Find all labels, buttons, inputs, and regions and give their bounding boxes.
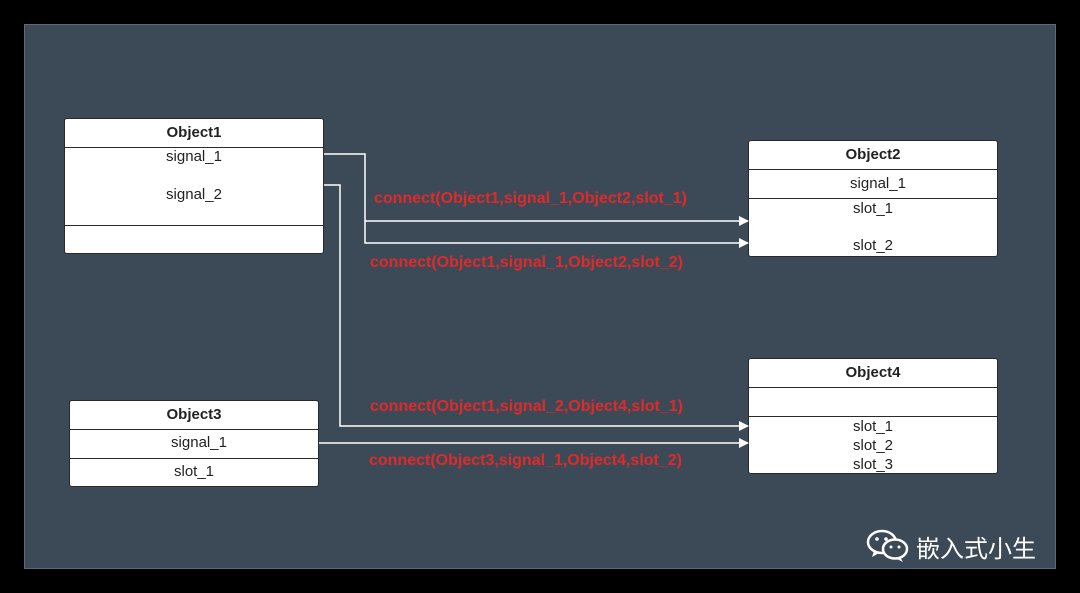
object4-box: Object4 slot_1 slot_2 slot_3 (748, 358, 998, 474)
object2-slot-2: slot_2 (852, 237, 894, 254)
watermark: 嵌入式小生 (866, 528, 1036, 564)
connection-label-1: connect(Object1,signal_1,Object2,slot_1) (374, 190, 687, 207)
object3-slot-1: slot_1 (173, 463, 215, 480)
object3-signals-section: signal_1 (70, 430, 318, 459)
object1-title: Object1 (65, 119, 323, 148)
object2-slot-1: slot_1 (852, 200, 894, 217)
object2-box: Object2 signal_1 slot_1 slot_2 (748, 140, 998, 257)
object3-title: Object3 (70, 401, 318, 430)
object2-signals-section: signal_1 (749, 170, 997, 199)
wechat-icon (866, 529, 909, 562)
object3-slots-section: slot_1 (70, 459, 318, 485)
watermark-text: 嵌入式小生 (916, 534, 1036, 563)
object4-slot-3: slot_3 (852, 456, 894, 473)
wire-object1-signal2-to-object4-slot1 (324, 184, 749, 431)
object2-title: Object2 (749, 141, 997, 170)
wire-object1-signal1-to-object2-slot1 (324, 153, 749, 226)
object4-slot-1: slot_1 (852, 418, 894, 435)
object4-slots-section: slot_1 slot_2 slot_3 (749, 417, 997, 473)
object3-box: Object3 signal_1 slot_1 (69, 400, 319, 487)
object3-signal-1: signal_1 (171, 434, 227, 451)
object1-box: Object1 signal_1 signal_2 (64, 118, 324, 254)
object1-signal-1: signal_1 (166, 148, 222, 165)
wire-object1-signal1-to-object2-slot2 (364, 221, 749, 248)
connection-label-3: connect(Object1,signal_2,Object4,slot_1) (370, 398, 683, 415)
object4-signals-section (749, 388, 997, 417)
object1-signal-2: signal_2 (166, 186, 222, 203)
object1-signals-section: signal_1 signal_2 (65, 148, 323, 226)
connection-label-2: connect(Object1,signal_1,Object2,slot_2) (370, 254, 683, 271)
connection-label-4: connect(Object3,signal_1,Object4,slot_2) (369, 452, 682, 469)
object2-slots-section: slot_1 slot_2 (749, 199, 997, 255)
object4-slot-2: slot_2 (852, 437, 894, 454)
object4-title: Object4 (749, 359, 997, 388)
object2-signal-1: signal_1 (850, 175, 906, 192)
